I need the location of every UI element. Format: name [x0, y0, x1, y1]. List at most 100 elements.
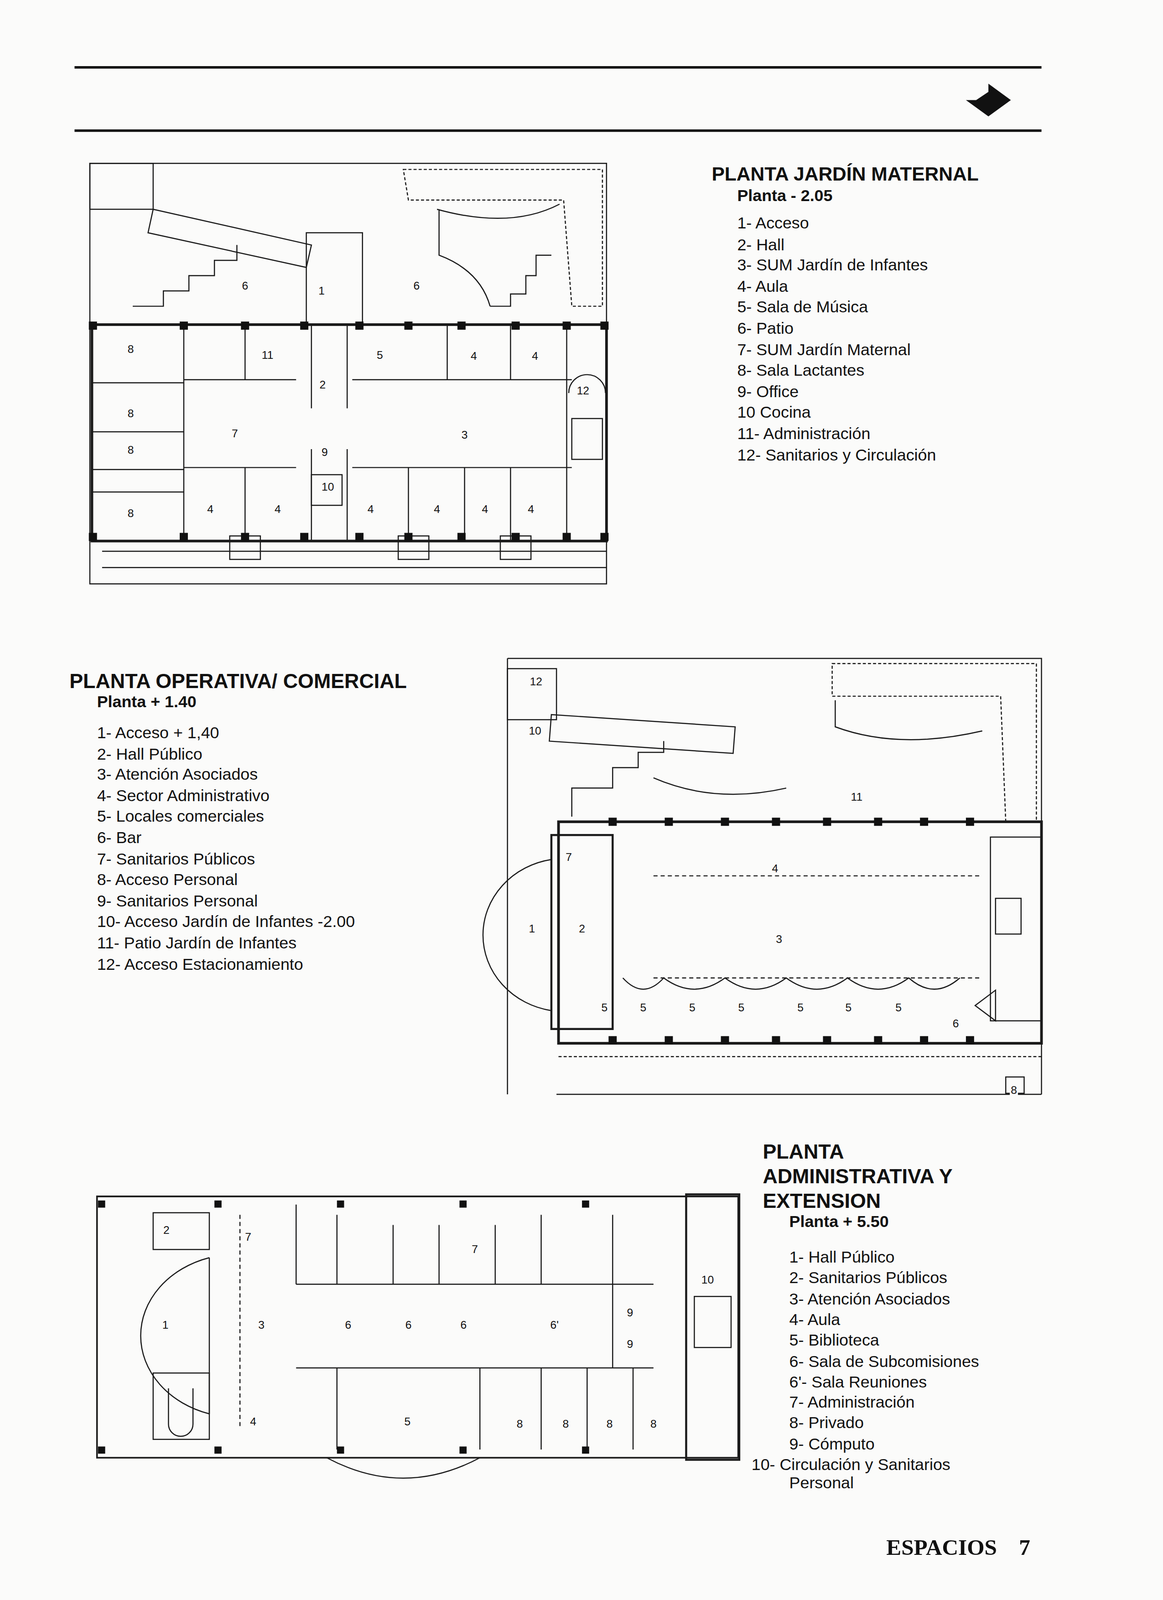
room-key-item: 10- Circulación y Sanitarios Personal: [751, 1456, 979, 1494]
room-number: 8: [126, 407, 135, 420]
room-number: 4: [206, 503, 215, 516]
room-key-item: 7- Sanitarios Públicos: [97, 850, 255, 869]
room-number: 8: [126, 444, 135, 457]
room-number: 4: [530, 350, 540, 363]
room-number: 10: [527, 725, 543, 738]
room-number: 9: [625, 1339, 634, 1351]
room-key-item: 7- SUM Jardín Maternal: [737, 340, 911, 360]
room-key-item: 5- Biblioteca: [789, 1331, 880, 1351]
room-number: 2: [318, 379, 327, 391]
room-number: 8: [126, 343, 135, 355]
room-key-item: 11- Patio Jardín de Infantes: [97, 934, 297, 954]
room-number: 1: [161, 1319, 170, 1332]
room-number: 4: [469, 350, 478, 363]
room-number: 2: [162, 1224, 171, 1236]
room-key-item: 8- Acceso Personal: [97, 871, 239, 890]
room-number: 4: [366, 503, 375, 516]
room-number: 8: [605, 1418, 614, 1431]
room-key-item: 6- Bar: [97, 829, 142, 848]
page-footer: ESPACIOS: [886, 1534, 997, 1561]
level-label: Planta - 2.05: [737, 186, 833, 206]
room-number: 5: [844, 1002, 853, 1014]
room-key-item: 1- Acceso: [737, 214, 809, 234]
room-number: 2: [577, 923, 587, 935]
room-number: 4: [480, 503, 489, 516]
room-key-item: 3- Atención Asociados: [97, 766, 258, 785]
room-key-item: 9- Sanitarios Personal: [97, 892, 258, 911]
room-number: 11: [849, 791, 864, 804]
room-number: 6: [412, 280, 421, 292]
room-key-item: 1- Hall Público: [789, 1248, 895, 1268]
room-number: 1: [317, 285, 326, 297]
room-number: 9: [625, 1307, 634, 1319]
room-key-item: 2- Hall Público: [97, 744, 203, 764]
room-number: 10: [700, 1274, 716, 1287]
room-number: 7: [230, 428, 239, 440]
level-label: Planta + 1.40: [97, 693, 197, 712]
room-number: 7: [564, 851, 573, 864]
plan-heading: PLANTA OPERATIVA/ COMERCIAL: [69, 669, 407, 694]
room-key-item: 8- Sala Lactantes: [737, 361, 865, 381]
room-key-item: 6'- Sala Reuniones: [789, 1373, 928, 1392]
room-number: 5: [796, 1002, 805, 1014]
room-number: 8: [561, 1418, 570, 1431]
room-number: 6: [240, 280, 250, 292]
room-number: 5: [638, 1002, 648, 1014]
room-number: 8: [649, 1418, 658, 1431]
room-number: 3: [460, 429, 469, 441]
room-number: 5: [403, 1416, 412, 1428]
room-number: 5: [737, 1002, 746, 1014]
room-number: 12: [575, 385, 591, 397]
room-number: 8: [126, 508, 135, 520]
room-key-item: 10- Acceso Jardín de Infantes -2.00: [97, 913, 356, 932]
room-number: 3: [257, 1319, 266, 1332]
room-key-item: 2- Sanitarios Públicos: [789, 1269, 948, 1288]
room-number: 9: [320, 446, 329, 458]
room-key-item: 8- Privado: [789, 1414, 864, 1434]
room-number: 5: [894, 1002, 903, 1014]
room-key-item: 12- Acceso Estacionamiento: [97, 955, 304, 975]
page-number: 7: [1018, 1534, 1031, 1561]
room-number: 5: [600, 1002, 609, 1014]
room-number: 8: [515, 1418, 524, 1431]
room-number: 10: [320, 481, 336, 494]
room-number: 5: [688, 1002, 697, 1014]
plan-heading: PLANTA JARDÍN MATERNAL: [711, 163, 979, 186]
room-number: 4: [249, 1416, 258, 1428]
room-key-item: 5- Locales comerciales: [97, 808, 265, 827]
room-number: 7: [244, 1231, 253, 1244]
room-key-item: 10 Cocina: [737, 403, 811, 423]
room-key-item: 5- Sala de Música: [737, 298, 868, 318]
room-number: 6: [951, 1018, 960, 1030]
room-key-item: 3- SUM Jardín de Infantes: [737, 256, 928, 276]
room-key-item: 12- Sanitarios y Circulación: [737, 445, 936, 465]
room-number: 4: [770, 863, 779, 875]
plan-heading: PLANTA ADMINISTRATIVA Y EXTENSION: [762, 1139, 967, 1214]
room-number: 6: [404, 1319, 413, 1332]
room-key-item: 9- Office: [737, 382, 799, 402]
room-key-item: 1- Acceso + 1,40: [97, 723, 220, 743]
room-number: 4: [432, 503, 442, 516]
room-key-item: 6- Sala de Subcomisiones: [789, 1352, 980, 1371]
room-key-item: 4- Aula: [789, 1310, 841, 1330]
room-number: 6': [549, 1319, 560, 1332]
room-key-item: 6- Patio: [737, 319, 794, 339]
room-number: 1: [527, 923, 536, 935]
room-number: 4: [526, 503, 535, 516]
room-key-item: 7- Administración: [789, 1393, 915, 1413]
level-label: Planta + 5.50: [789, 1213, 889, 1232]
room-key-item: 4- Aula: [737, 277, 789, 296]
room-number: 11: [260, 349, 275, 362]
room-key-item: 3- Atención Asociados: [789, 1290, 951, 1309]
room-number: 5: [375, 349, 385, 362]
room-number: 7: [470, 1244, 479, 1256]
room-key-item: 4- Sector Administrativo: [97, 787, 270, 806]
room-key-item: 11- Administración: [737, 424, 871, 444]
room-number: 6: [459, 1319, 468, 1332]
room-number: 3: [774, 933, 784, 945]
room-number: 4: [273, 503, 282, 516]
room-number: 6: [343, 1319, 353, 1332]
room-number: 8: [1009, 1085, 1018, 1097]
room-key-item: 9- Cómputo: [789, 1435, 875, 1454]
room-key-item: 2- Hall: [737, 235, 785, 255]
